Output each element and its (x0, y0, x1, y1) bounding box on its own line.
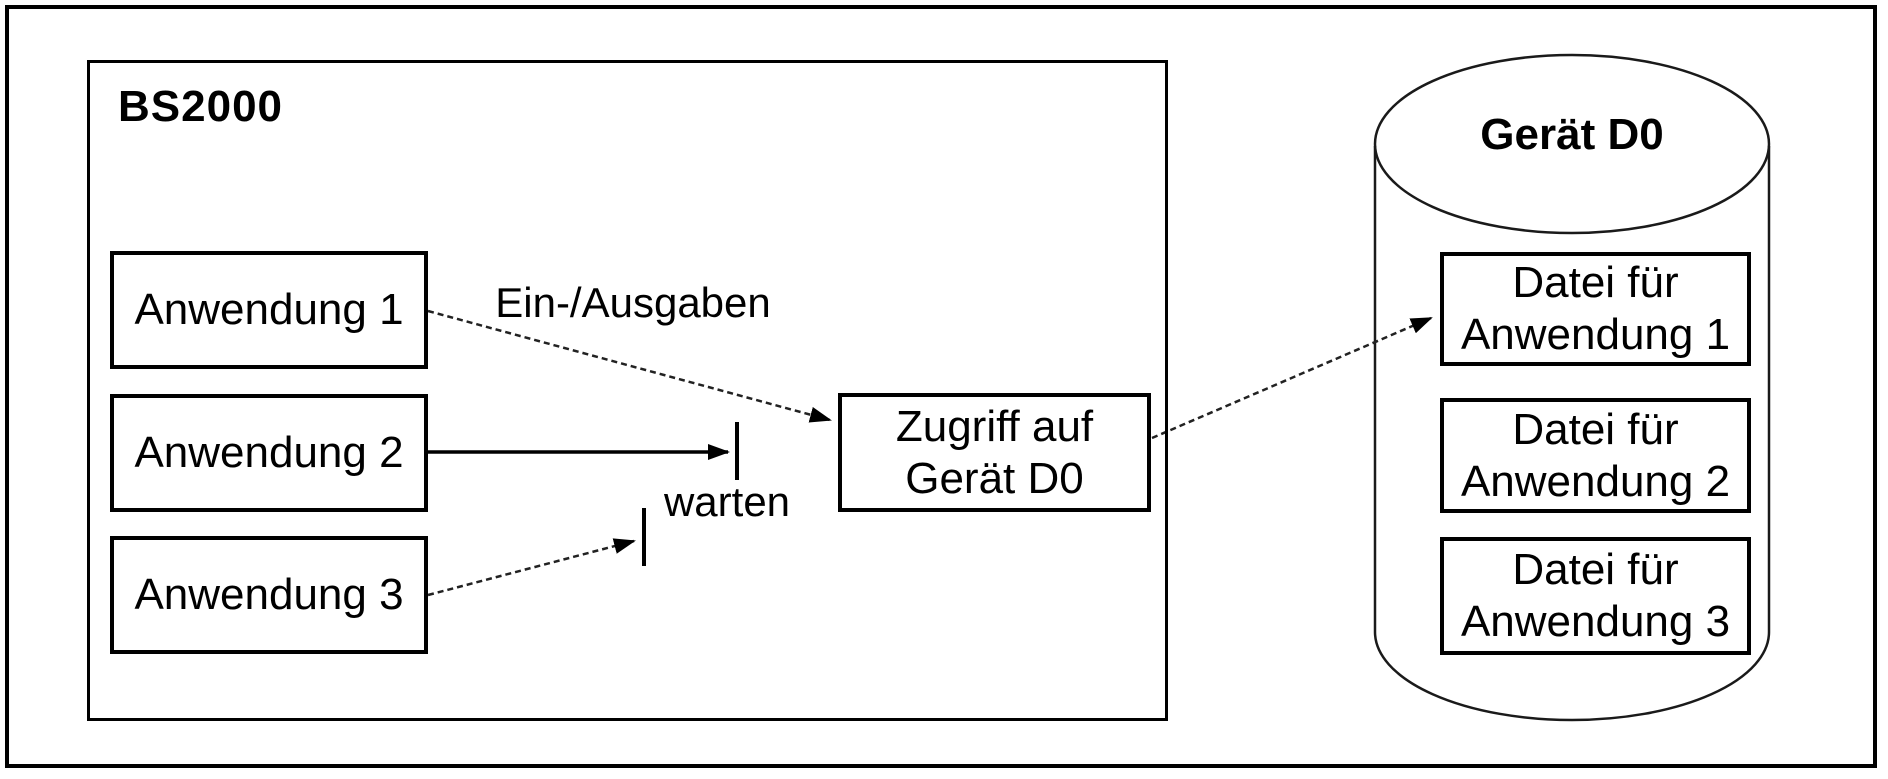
file-box-1: Datei für Anwendung 1 (1440, 252, 1751, 366)
access-arrow (1151, 316, 1433, 440)
bs2000-title: BS2000 (118, 82, 284, 131)
file-1-line1: Datei für (1512, 258, 1679, 307)
file-3-line1: Datei für (1512, 545, 1679, 594)
application-box-1: Anwendung 1 (110, 251, 428, 369)
io-annotation: Ein-/Ausgaben (495, 279, 771, 326)
file-box-3: Datei für Anwendung 3 (1440, 537, 1751, 655)
cylinder-bottom-arc (1373, 631, 1771, 722)
device-access-box: Zugriff auf Gerät D0 (838, 393, 1151, 512)
application-label-1: Anwendung 1 (134, 285, 404, 334)
device-title: Gerät D0 (1480, 110, 1664, 159)
app3-arrow (427, 538, 636, 597)
application-box-3: Anwendung 3 (110, 536, 428, 654)
application-label-3: Anwendung 3 (134, 570, 404, 619)
file-3-line2: Anwendung 3 (1460, 597, 1731, 646)
file-box-2: Datei für Anwendung 2 (1440, 398, 1751, 513)
bs2000-box (87, 60, 1168, 721)
application-box-2: Anwendung 2 (110, 394, 428, 512)
cylinder-top-ellipse (1373, 53, 1771, 235)
wait-annotation: warten (663, 478, 791, 525)
file-2-line1: Datei für (1512, 404, 1679, 454)
device-access-line2: Gerät D0 (905, 453, 1084, 503)
outer-border (5, 5, 1877, 768)
file-2-line2: Anwendung 2 (1460, 456, 1731, 506)
file-1-line2: Anwendung 1 (1460, 310, 1731, 359)
device-access-line1: Zugriff auf (895, 401, 1094, 451)
application-label-2: Anwendung 2 (134, 428, 404, 477)
